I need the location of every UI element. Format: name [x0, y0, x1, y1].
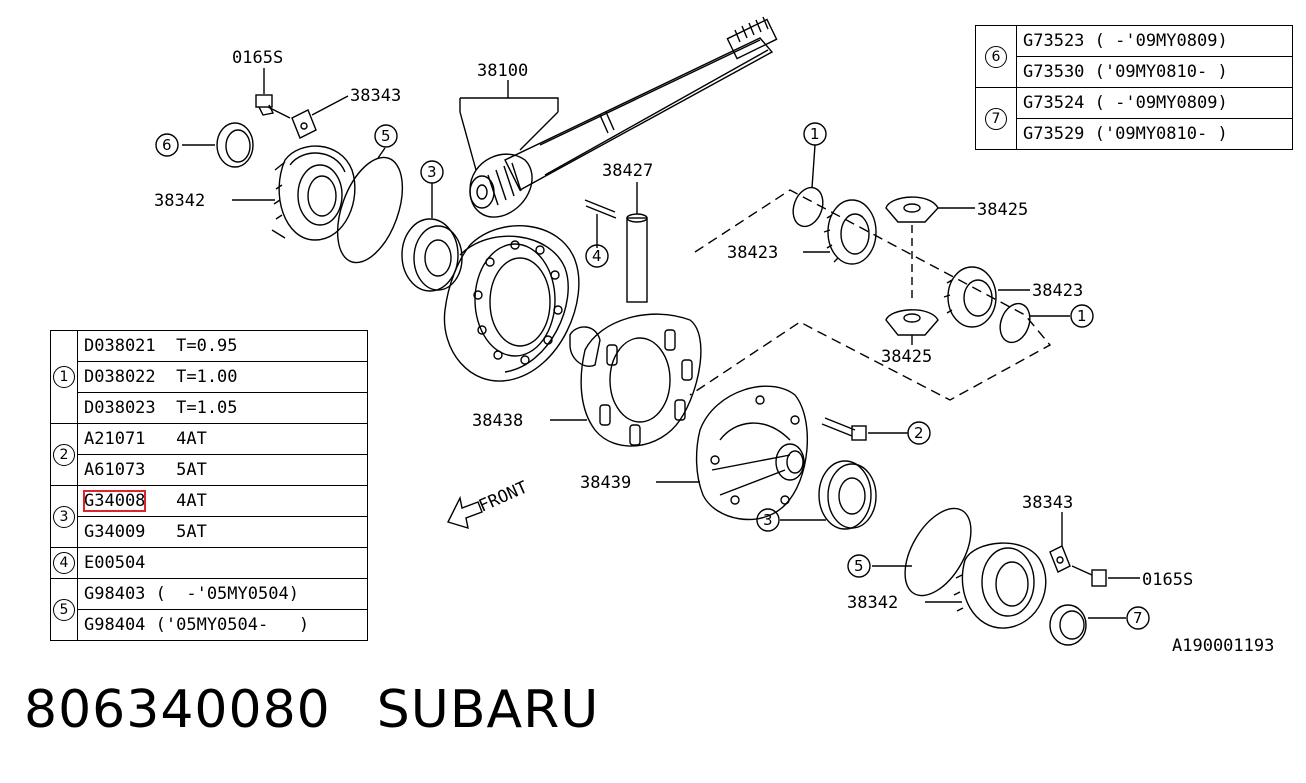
side-gear-left[interactable]: [823, 199, 877, 265]
key-6-marker: 6: [162, 136, 172, 154]
table-row-highlighted[interactable]: G34008 4AT: [77, 485, 368, 517]
table-key-6: 6: [985, 45, 1007, 68]
table-row[interactable]: G73530 ('09MY0810- ): [1016, 56, 1293, 88]
table-row[interactable]: G98403 ( -'05MY0504): [77, 578, 368, 610]
bolt-0165s-top[interactable]: [255, 94, 291, 119]
table-row[interactable]: D038023 T=1.05: [77, 392, 368, 424]
part-number: 806340080: [24, 680, 331, 740]
leader-38343-top: [311, 95, 349, 116]
callout-38342-top: 38342: [154, 191, 205, 211]
table-row[interactable]: G34009 5AT: [77, 516, 368, 548]
pinion-gear-top[interactable]: [885, 196, 939, 223]
table-row[interactable]: G73524 ( -'09MY0809): [1016, 87, 1293, 119]
key-7-marker: 7: [1133, 609, 1143, 627]
side-retainer-top[interactable]: [271, 145, 356, 241]
differential-cover[interactable]: [695, 385, 809, 521]
callout-38427: 38427: [602, 161, 653, 181]
table-row[interactable]: G73529 ('09MY0810- ): [1016, 118, 1293, 150]
front-label: FRONT: [476, 477, 531, 516]
drive-pinion-shaft[interactable]: [469, 16, 778, 218]
callout-38343-bottom: 38343: [1022, 493, 1073, 513]
table-row[interactable]: D038021 T=0.95: [77, 330, 368, 362]
table-key-4: 4: [53, 552, 75, 574]
front-arrow-icon: [447, 495, 483, 530]
bolt-0165s-bottom[interactable]: [1071, 565, 1107, 587]
diagram-reference-code: A190001193: [1172, 636, 1275, 656]
o-ring-bottom[interactable]: [891, 497, 984, 606]
thrust-washer-top[interactable]: [788, 183, 828, 230]
pinion-shaft-pin[interactable]: [584, 199, 617, 219]
brand-name: SUBARU: [376, 680, 600, 740]
highlighted-part-number[interactable]: G34008: [82, 490, 147, 512]
thrust-washer-bottom[interactable]: [995, 299, 1035, 346]
pinion-shaft-38427[interactable]: [626, 213, 648, 303]
key-1-marker-top: 1: [810, 125, 820, 143]
callout-38423-right: 38423: [1032, 281, 1083, 301]
cover-bolt[interactable]: [821, 417, 867, 441]
callout-38100: 38100: [477, 61, 528, 81]
leader-38100: [459, 80, 559, 112]
leader-38100-ends: [459, 111, 559, 171]
table-key-7: 7: [985, 107, 1007, 130]
o-ring-top[interactable]: [325, 149, 415, 272]
key-5-marker-top: 5: [381, 127, 391, 145]
callout-0165s-top: 0165S: [232, 48, 283, 68]
table-key-5: 5: [53, 598, 75, 621]
callout-38425-bottom: 38425: [881, 347, 932, 367]
ring-gear[interactable]: [443, 225, 580, 382]
table-key-3: 3: [53, 505, 75, 528]
key-1-marker-bottom: 1: [1077, 307, 1087, 325]
key-3-marker-bottom: 3: [763, 511, 773, 529]
leader-key5-top: [377, 147, 386, 159]
key-4-marker: 4: [592, 247, 602, 265]
table-row[interactable]: D038022 T=1.00: [77, 361, 368, 393]
callout-38425-top: 38425: [977, 200, 1028, 220]
bearing-top[interactable]: [401, 218, 463, 292]
key-5-marker-bottom: 5: [854, 557, 864, 575]
table-row[interactable]: G73523 ( -'09MY0809): [1016, 25, 1293, 57]
table-key-1: 1: [53, 366, 75, 388]
table-key-2: 2: [53, 443, 75, 466]
key-3-marker-top: 3: [427, 163, 437, 181]
side-gear-right[interactable]: [943, 266, 997, 328]
leader-key1-top: [811, 144, 816, 189]
callout-38438: 38438: [472, 411, 523, 431]
lock-plate-38343-bottom[interactable]: [1049, 545, 1071, 573]
key-2-marker: 2: [914, 424, 924, 442]
oil-seal-top[interactable]: [216, 122, 254, 168]
pinion-gear-bottom[interactable]: [885, 309, 939, 336]
table-row[interactable]: A61073 5AT: [77, 454, 368, 486]
callout-38439: 38439: [580, 473, 631, 493]
footer-title: 806340080 SUBARU: [24, 680, 599, 740]
callout-0165s-bottom: 0165S: [1142, 570, 1193, 590]
callout-38423-left: 38423: [727, 243, 778, 263]
table-row[interactable]: G98404 ('05MY0504- ): [77, 609, 368, 641]
parts-table-left: 1 D038021 T=0.95 D038022 T=1.00 D038023 …: [50, 330, 368, 641]
table-row[interactable]: A21071 4AT: [77, 423, 368, 455]
parts-table-right: 6 G73523 ( -'09MY0809) G73530 ('09MY0810…: [975, 25, 1293, 150]
callout-38342-bottom: 38342: [847, 593, 898, 613]
lock-plate-38343-top[interactable]: [291, 109, 317, 139]
table-row[interactable]: E00504: [77, 547, 368, 579]
bearing-bottom[interactable]: [818, 460, 877, 530]
differential-case[interactable]: [569, 313, 702, 447]
side-retainer-bottom[interactable]: [953, 542, 1047, 629]
oil-seal-bottom[interactable]: [1049, 604, 1087, 646]
callout-38343-top: 38343: [350, 86, 401, 106]
